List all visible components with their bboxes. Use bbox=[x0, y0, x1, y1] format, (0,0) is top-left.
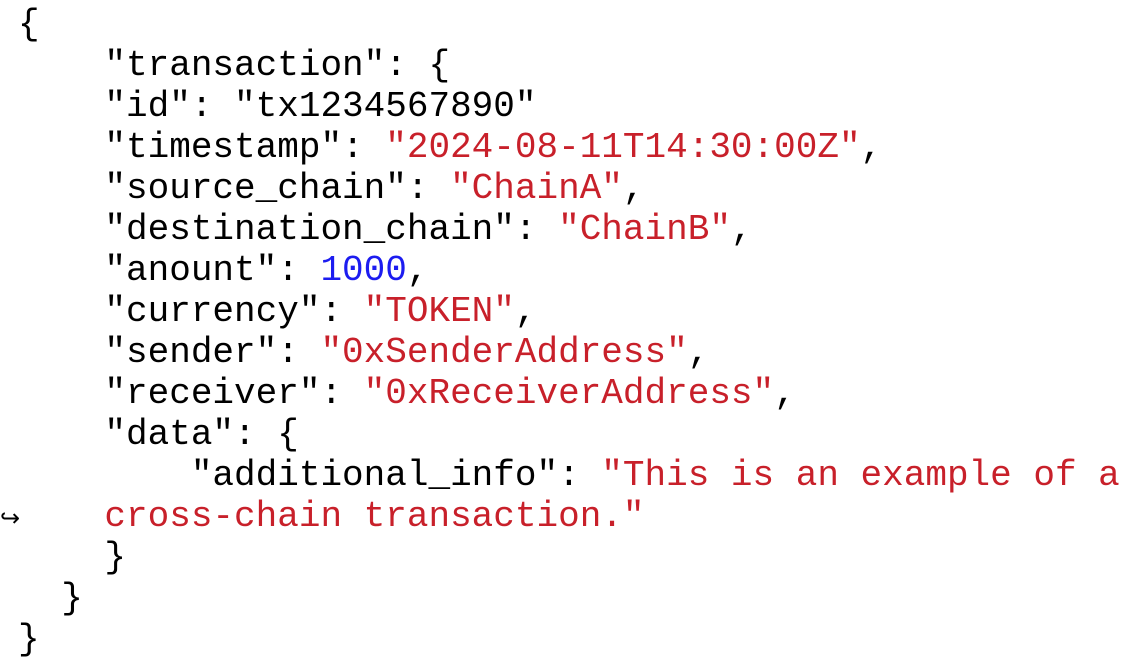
code-token: "data": { bbox=[18, 414, 299, 455]
code-line: } bbox=[18, 537, 1120, 578]
code-token: , bbox=[860, 127, 883, 168]
code-token: , bbox=[406, 250, 429, 291]
code-line: "anount": 1000, bbox=[18, 250, 1120, 291]
code-line: } bbox=[18, 578, 1120, 619]
code-line: "sender": "0xSenderAddress", bbox=[18, 332, 1120, 373]
code-token: { bbox=[18, 4, 40, 45]
string-token: "TOKEN" bbox=[363, 291, 515, 332]
code-token: , bbox=[730, 209, 753, 250]
code-token: "sender": bbox=[18, 332, 321, 373]
code-token: "id": "tx1234567890" bbox=[18, 86, 537, 127]
string-token: "0xSenderAddress" bbox=[320, 332, 688, 373]
code-line: "timestamp": "2024-08-11T14:30:00Z", bbox=[18, 127, 1120, 168]
code-token: , bbox=[622, 168, 645, 209]
code-token: } bbox=[18, 578, 83, 619]
code-listing: { "transaction": { "id": "tx1234567890" … bbox=[0, 4, 1120, 660]
string-token: cross-chain transaction." bbox=[18, 496, 645, 537]
string-token: "0xReceiverAddress" bbox=[363, 373, 775, 414]
code-line: "source_chain": "ChainA", bbox=[18, 168, 1120, 209]
string-token: "ChainB" bbox=[558, 209, 731, 250]
code-token: "source_chain": bbox=[18, 168, 451, 209]
code-line: "transaction": { bbox=[18, 45, 1120, 86]
code-line: } bbox=[18, 619, 1120, 660]
code-line: "destination_chain": "ChainB", bbox=[18, 209, 1120, 250]
code-line: "data": { bbox=[18, 414, 1120, 455]
code-token: "timestamp": bbox=[18, 127, 386, 168]
string-token: "This is an example of a bbox=[601, 455, 1120, 496]
code-line: "receiver": "0xReceiverAddress", bbox=[18, 373, 1120, 414]
code-token: , bbox=[774, 373, 796, 414]
string-token: "ChainA" bbox=[450, 168, 623, 209]
code-token: , bbox=[514, 291, 537, 332]
code-token: "destination_chain": bbox=[18, 209, 559, 250]
code-token: "currency": bbox=[18, 291, 364, 332]
code-line: "additional_info": "This is an example o… bbox=[18, 455, 1120, 496]
code-token: "receiver": bbox=[18, 373, 364, 414]
code-token: "anount": bbox=[18, 250, 321, 291]
code-line: "currency": "TOKEN", bbox=[18, 291, 1120, 332]
string-token: "2024-08-11T14:30:00Z" bbox=[385, 127, 861, 168]
code-token: } bbox=[18, 537, 127, 578]
code-line: "id": "tx1234567890" bbox=[18, 86, 1120, 127]
code-token: "transaction": { bbox=[18, 45, 451, 86]
code-token: "additional_info": bbox=[18, 455, 602, 496]
number-token: 1000 bbox=[320, 250, 407, 291]
line-continuation-icon: ↪ bbox=[0, 504, 21, 532]
code-line: { bbox=[18, 4, 1120, 45]
code-token: , bbox=[687, 332, 710, 373]
code-token: } bbox=[18, 619, 40, 660]
code-line: ↪ cross-chain transaction." bbox=[0, 496, 1120, 537]
